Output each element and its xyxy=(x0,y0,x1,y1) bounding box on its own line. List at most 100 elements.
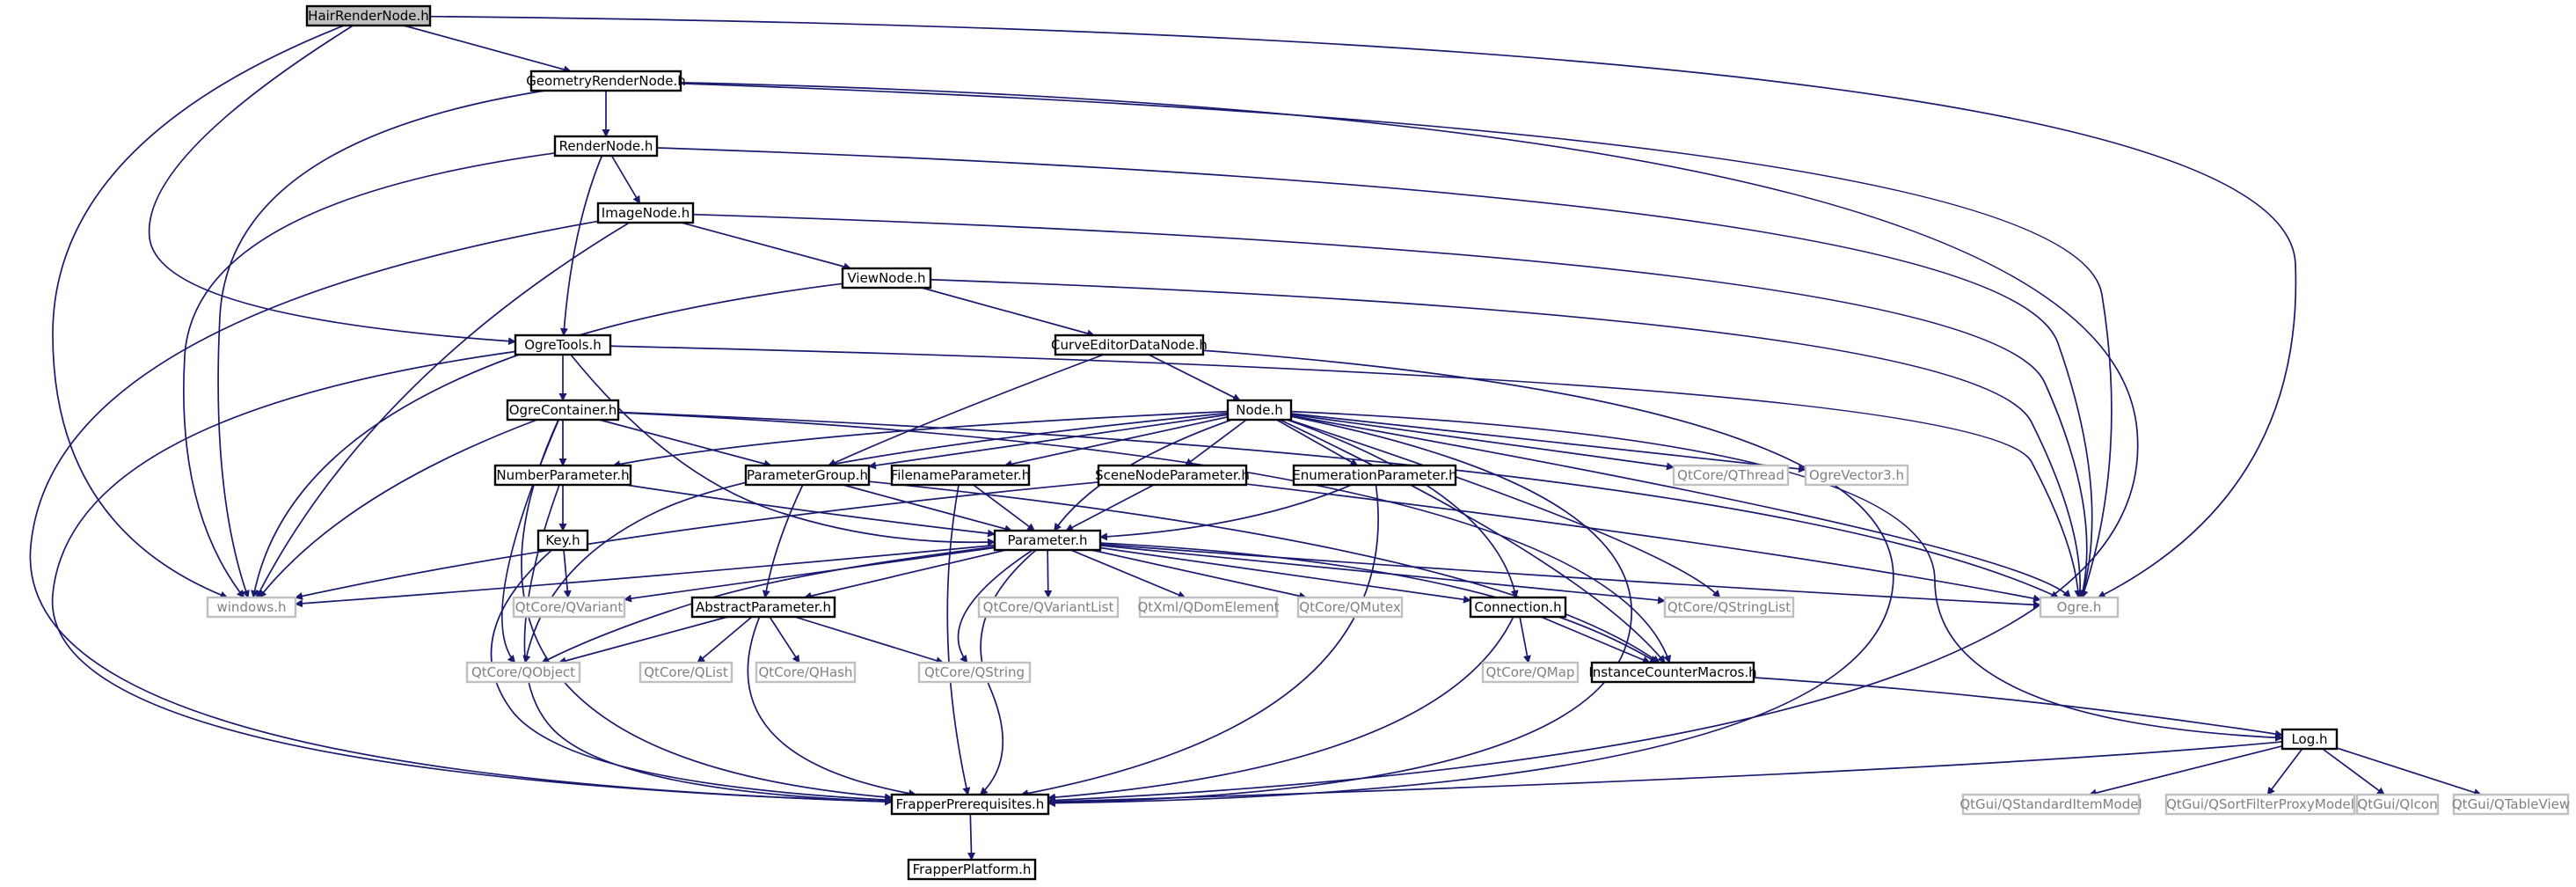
node-qlist: QtCore/QList xyxy=(639,661,733,684)
edge-imagenode-to-ogre xyxy=(692,213,2088,598)
node-box xyxy=(1961,793,2141,816)
node-box xyxy=(305,4,432,27)
node-box xyxy=(529,70,682,92)
node-label: QtGui/QTableView xyxy=(2452,796,2570,812)
node-frapperprerequisites[interactable]: FrapperPrerequisites.h xyxy=(890,793,1050,816)
node-label: QtCore/QMutex xyxy=(1299,599,1401,615)
node-log[interactable]: Log.h xyxy=(2280,728,2339,751)
edge-hairrendernode-to-ogretools xyxy=(148,25,516,346)
edge-node-to-filenameparameter xyxy=(1003,416,1229,468)
edge-rendernode-to-imagenode xyxy=(610,155,641,204)
edge-curveeditordatanode-to-node xyxy=(1148,354,1241,401)
node-curveeditordatanode[interactable]: CurveEditorDataNode.h xyxy=(1051,334,1208,356)
node-frapperplatform[interactable]: FrapperPlatform.h xyxy=(907,858,1037,881)
node-box xyxy=(465,661,581,684)
edge-ogrecontainer-to-windows xyxy=(259,419,538,598)
node-geometryrendernode[interactable]: GeometryRenderNode.h xyxy=(526,70,686,92)
node-box xyxy=(639,661,733,684)
edge-viewnode-to-ogre xyxy=(930,278,2084,598)
edge-parameter-to-qdomelement xyxy=(1070,549,1186,599)
edge-parameter-to-qstring xyxy=(957,549,1033,663)
edge-ogrecontainer-to-parametergroup xyxy=(599,419,772,468)
edge-geometryrendernode-to-frapperprerequisites xyxy=(680,82,2139,804)
node-label: EnumerationParameter.h xyxy=(1292,467,1456,483)
edge-parameter-to-abstractparameter xyxy=(803,549,1007,600)
node-box xyxy=(2164,793,2356,816)
edge-ogretools-to-ogre xyxy=(609,345,2083,598)
edge-curveeditordatanode-to-parametergroup xyxy=(828,354,1105,466)
edge-node-to-numberparameter xyxy=(612,410,1229,468)
node-box xyxy=(1296,596,1404,619)
node-parametergroup[interactable]: ParameterGroup.h xyxy=(744,464,871,487)
edge-log-to-qsortfilterproxymodel xyxy=(2266,748,2303,795)
edge-hairrendernode-to-geometryrendernode xyxy=(403,25,572,74)
node-box xyxy=(506,399,620,422)
edge-enumerationparameter-to-parameter xyxy=(1099,484,1353,541)
edge-node-to-qthread xyxy=(1290,414,1675,471)
node-box xyxy=(690,596,836,619)
node-label: OgreVector3.h xyxy=(1809,467,1904,483)
node-filenameparameter[interactable]: FilenameParameter.h xyxy=(891,464,1031,487)
node-box xyxy=(1226,399,1293,422)
node-box xyxy=(536,529,589,552)
node-box xyxy=(2280,728,2339,751)
node-label: ParameterGroup.h xyxy=(747,467,868,483)
node-ogretools[interactable]: OgreTools.h xyxy=(514,334,612,356)
node-box xyxy=(514,334,612,356)
edge-filenameparameter-to-frapperprerequisites xyxy=(946,484,971,795)
node-qicon: QtGui/QIcon xyxy=(2355,793,2440,816)
node-box xyxy=(2355,793,2440,816)
node-box xyxy=(512,596,626,619)
edge-connection-to-instancecountermacros xyxy=(1540,616,1651,664)
node-label: FrapperPrerequisites.h xyxy=(896,796,1045,812)
node-viewnode[interactable]: ViewNode.h xyxy=(841,267,932,290)
edge-numberparameter-to-parameter xyxy=(625,484,996,538)
node-label: QtXml/QDomElement xyxy=(1137,599,1279,615)
edge-abstractparameter-to-qstring xyxy=(794,616,945,664)
edge-node-to-instancecountermacros xyxy=(1279,419,1666,663)
node-numberparameter[interactable]: NumberParameter.h xyxy=(493,464,632,487)
node-instancecountermacros[interactable]: InstanceCounterMacros.h xyxy=(1588,661,1757,684)
edge-parameter-to-ogre xyxy=(1099,543,2041,609)
edge-parametergroup-to-parameter xyxy=(843,484,1013,533)
node-label: AbstractParameter.h xyxy=(696,599,831,615)
file-nodes: HairRenderNode.hGeometryRenderNode.hRend… xyxy=(206,4,2570,881)
edge-frapperprerequisites-to-frapperplatform xyxy=(967,813,975,861)
node-label: Connection.h xyxy=(1474,599,1561,615)
node-imagenode[interactable]: ImageNode.h xyxy=(596,202,695,224)
node-qmap: QtCore/QMap xyxy=(1481,661,1580,684)
node-box xyxy=(1469,596,1567,619)
edge-connection-to-qmap xyxy=(1519,616,1531,663)
node-label: QtGui/QStandardItemModel xyxy=(1959,796,2142,812)
edge-parameter-to-windows xyxy=(295,544,996,608)
node-scenenodeparameter[interactable]: SceneNodeParameter.h xyxy=(1095,464,1250,487)
node-parameter[interactable]: Parameter.h xyxy=(993,529,1102,552)
edge-viewnode-to-windows xyxy=(251,282,843,598)
node-node[interactable]: Node.h xyxy=(1226,399,1293,422)
node-rendernode[interactable]: RenderNode.h xyxy=(553,135,659,158)
node-label: RenderNode.h xyxy=(559,138,653,154)
node-key[interactable]: Key.h xyxy=(536,529,589,552)
node-qstringlist: QtCore/QStringList xyxy=(1663,596,1795,619)
node-box xyxy=(1097,464,1248,487)
node-qvariantlist: QtCore/QVariantList xyxy=(977,596,1120,619)
edge-node-to-enumerationparameter xyxy=(1276,419,1359,466)
node-enumerationparameter[interactable]: EnumerationParameter.h xyxy=(1292,464,1457,487)
edge-abstractparameter-to-qlist xyxy=(697,616,753,663)
node-abstractparameter[interactable]: AbstractParameter.h xyxy=(690,596,836,619)
node-ogrecontainer[interactable]: OgreContainer.h xyxy=(506,399,620,422)
edge-enumerationparameter-to-frapperprerequisites xyxy=(1020,484,1379,797)
node-qstandarditemmodel: QtGui/QStandardItemModel xyxy=(1959,793,2142,816)
node-qdomelement: QtXml/QDomElement xyxy=(1137,596,1280,619)
node-connection[interactable]: Connection.h xyxy=(1469,596,1567,619)
edge-connection-to-frapperprerequisites xyxy=(1047,616,1514,802)
node-hairrendernode[interactable]: HairRenderNode.h xyxy=(305,4,432,27)
node-box xyxy=(907,858,1037,881)
edge-node-to-ogrevector3 xyxy=(1290,413,1806,473)
edge-log-to-qtableview xyxy=(2336,747,2482,796)
node-label: FilenameParameter.h xyxy=(891,467,1031,483)
node-qobject: QtCore/QObject xyxy=(465,661,581,684)
edge-imagenode-to-viewnode xyxy=(681,222,852,271)
node-box xyxy=(1138,596,1279,619)
